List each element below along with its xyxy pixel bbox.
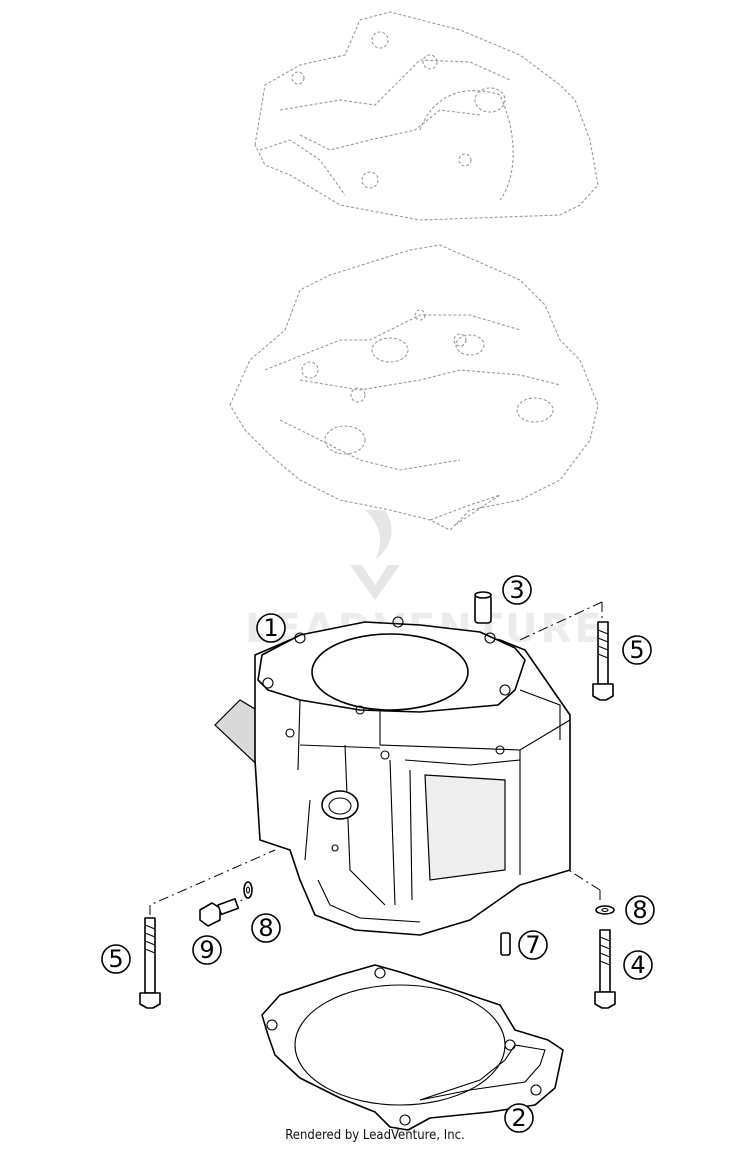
callout-5-right: 5 [622, 635, 652, 665]
callout-label: 1 [263, 614, 278, 642]
callout-label: 2 [511, 1104, 526, 1132]
callout-8-left: 8 [251, 913, 281, 943]
bolt-short-part [594, 929, 616, 1009]
callout-label: 5 [108, 945, 123, 973]
ghost-cylinder-head [229, 244, 599, 531]
ghost-valve-cover [254, 11, 599, 221]
footer-credit: Rendered by LeadVenture, Inc. [285, 1128, 465, 1143]
callout-1: 1 [256, 613, 286, 643]
callout-label: 4 [630, 951, 645, 979]
dowel-sleeve-part [474, 591, 492, 624]
washer-right-part [595, 905, 615, 915]
callout-label: 8 [258, 914, 273, 942]
cylinder-part [214, 616, 571, 936]
plug-screw-part [199, 898, 240, 927]
callout-label: 8 [632, 896, 647, 924]
base-gasket-part [261, 964, 564, 1131]
callout-3: 3 [502, 575, 532, 605]
callout-7: 7 [518, 930, 548, 960]
callout-label: 9 [199, 936, 214, 964]
callout-5-left: 5 [101, 944, 131, 974]
callout-label: 5 [629, 636, 644, 664]
cylinder-bolt-left-part [139, 917, 161, 1009]
pin-part [500, 932, 511, 956]
callout-8-right: 8 [625, 895, 655, 925]
callout-label: 3 [509, 576, 524, 604]
cylinder-bolt-right-part [592, 621, 614, 701]
callout-4: 4 [623, 950, 653, 980]
callout-9: 9 [192, 935, 222, 965]
callout-2: 2 [504, 1103, 534, 1133]
callout-label: 7 [525, 931, 540, 959]
washer-left-part [243, 881, 253, 899]
